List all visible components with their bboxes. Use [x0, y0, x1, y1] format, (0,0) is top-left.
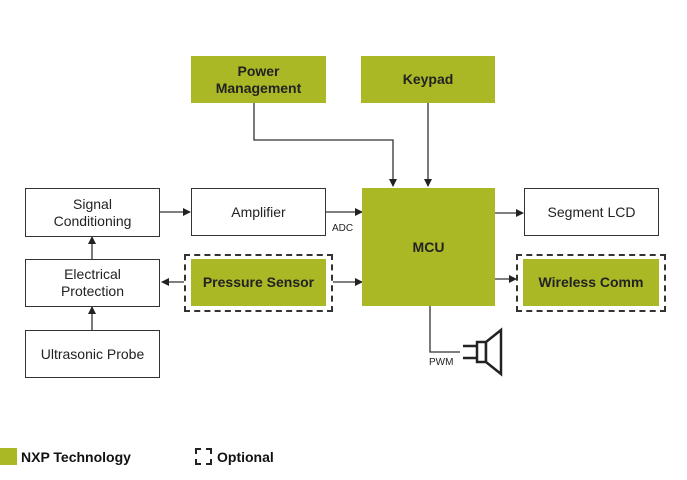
mcu-to-speaker-line	[429, 306, 460, 353]
legend-optional: Optional	[195, 448, 274, 465]
speaker-icon	[463, 327, 503, 377]
signal-conditioning-block: Signal Conditioning	[25, 188, 160, 237]
legend-nxp: NXP Technology	[0, 448, 131, 465]
electrical-protection-block: Electrical Protection	[25, 259, 160, 307]
wireless-comm-optional-frame	[516, 254, 666, 312]
pressure-sensor-optional-frame	[184, 254, 333, 312]
keypad-block: Keypad	[361, 56, 495, 103]
adc-label: ADC	[332, 223, 354, 234]
segment-lcd-block: Segment LCD	[524, 188, 659, 236]
power-management-block: Power Management	[191, 56, 326, 103]
nxp-swatch-icon	[0, 448, 17, 465]
pressure-sensor-block: Pressure Sensor	[191, 259, 326, 306]
pwm-label: PWM	[429, 357, 454, 368]
ultrasonic-probe-block: Ultrasonic Probe	[25, 330, 160, 378]
mcu-block: MCU	[362, 188, 495, 306]
legend-nxp-label: NXP Technology	[21, 448, 131, 465]
optional-swatch-icon	[195, 448, 212, 465]
legend-optional-label: Optional	[217, 448, 274, 465]
power-to-mcu-arrow	[253, 103, 397, 187]
wireless-comm-block: Wireless Comm	[523, 259, 659, 306]
amplifier-block: Amplifier	[191, 188, 326, 236]
